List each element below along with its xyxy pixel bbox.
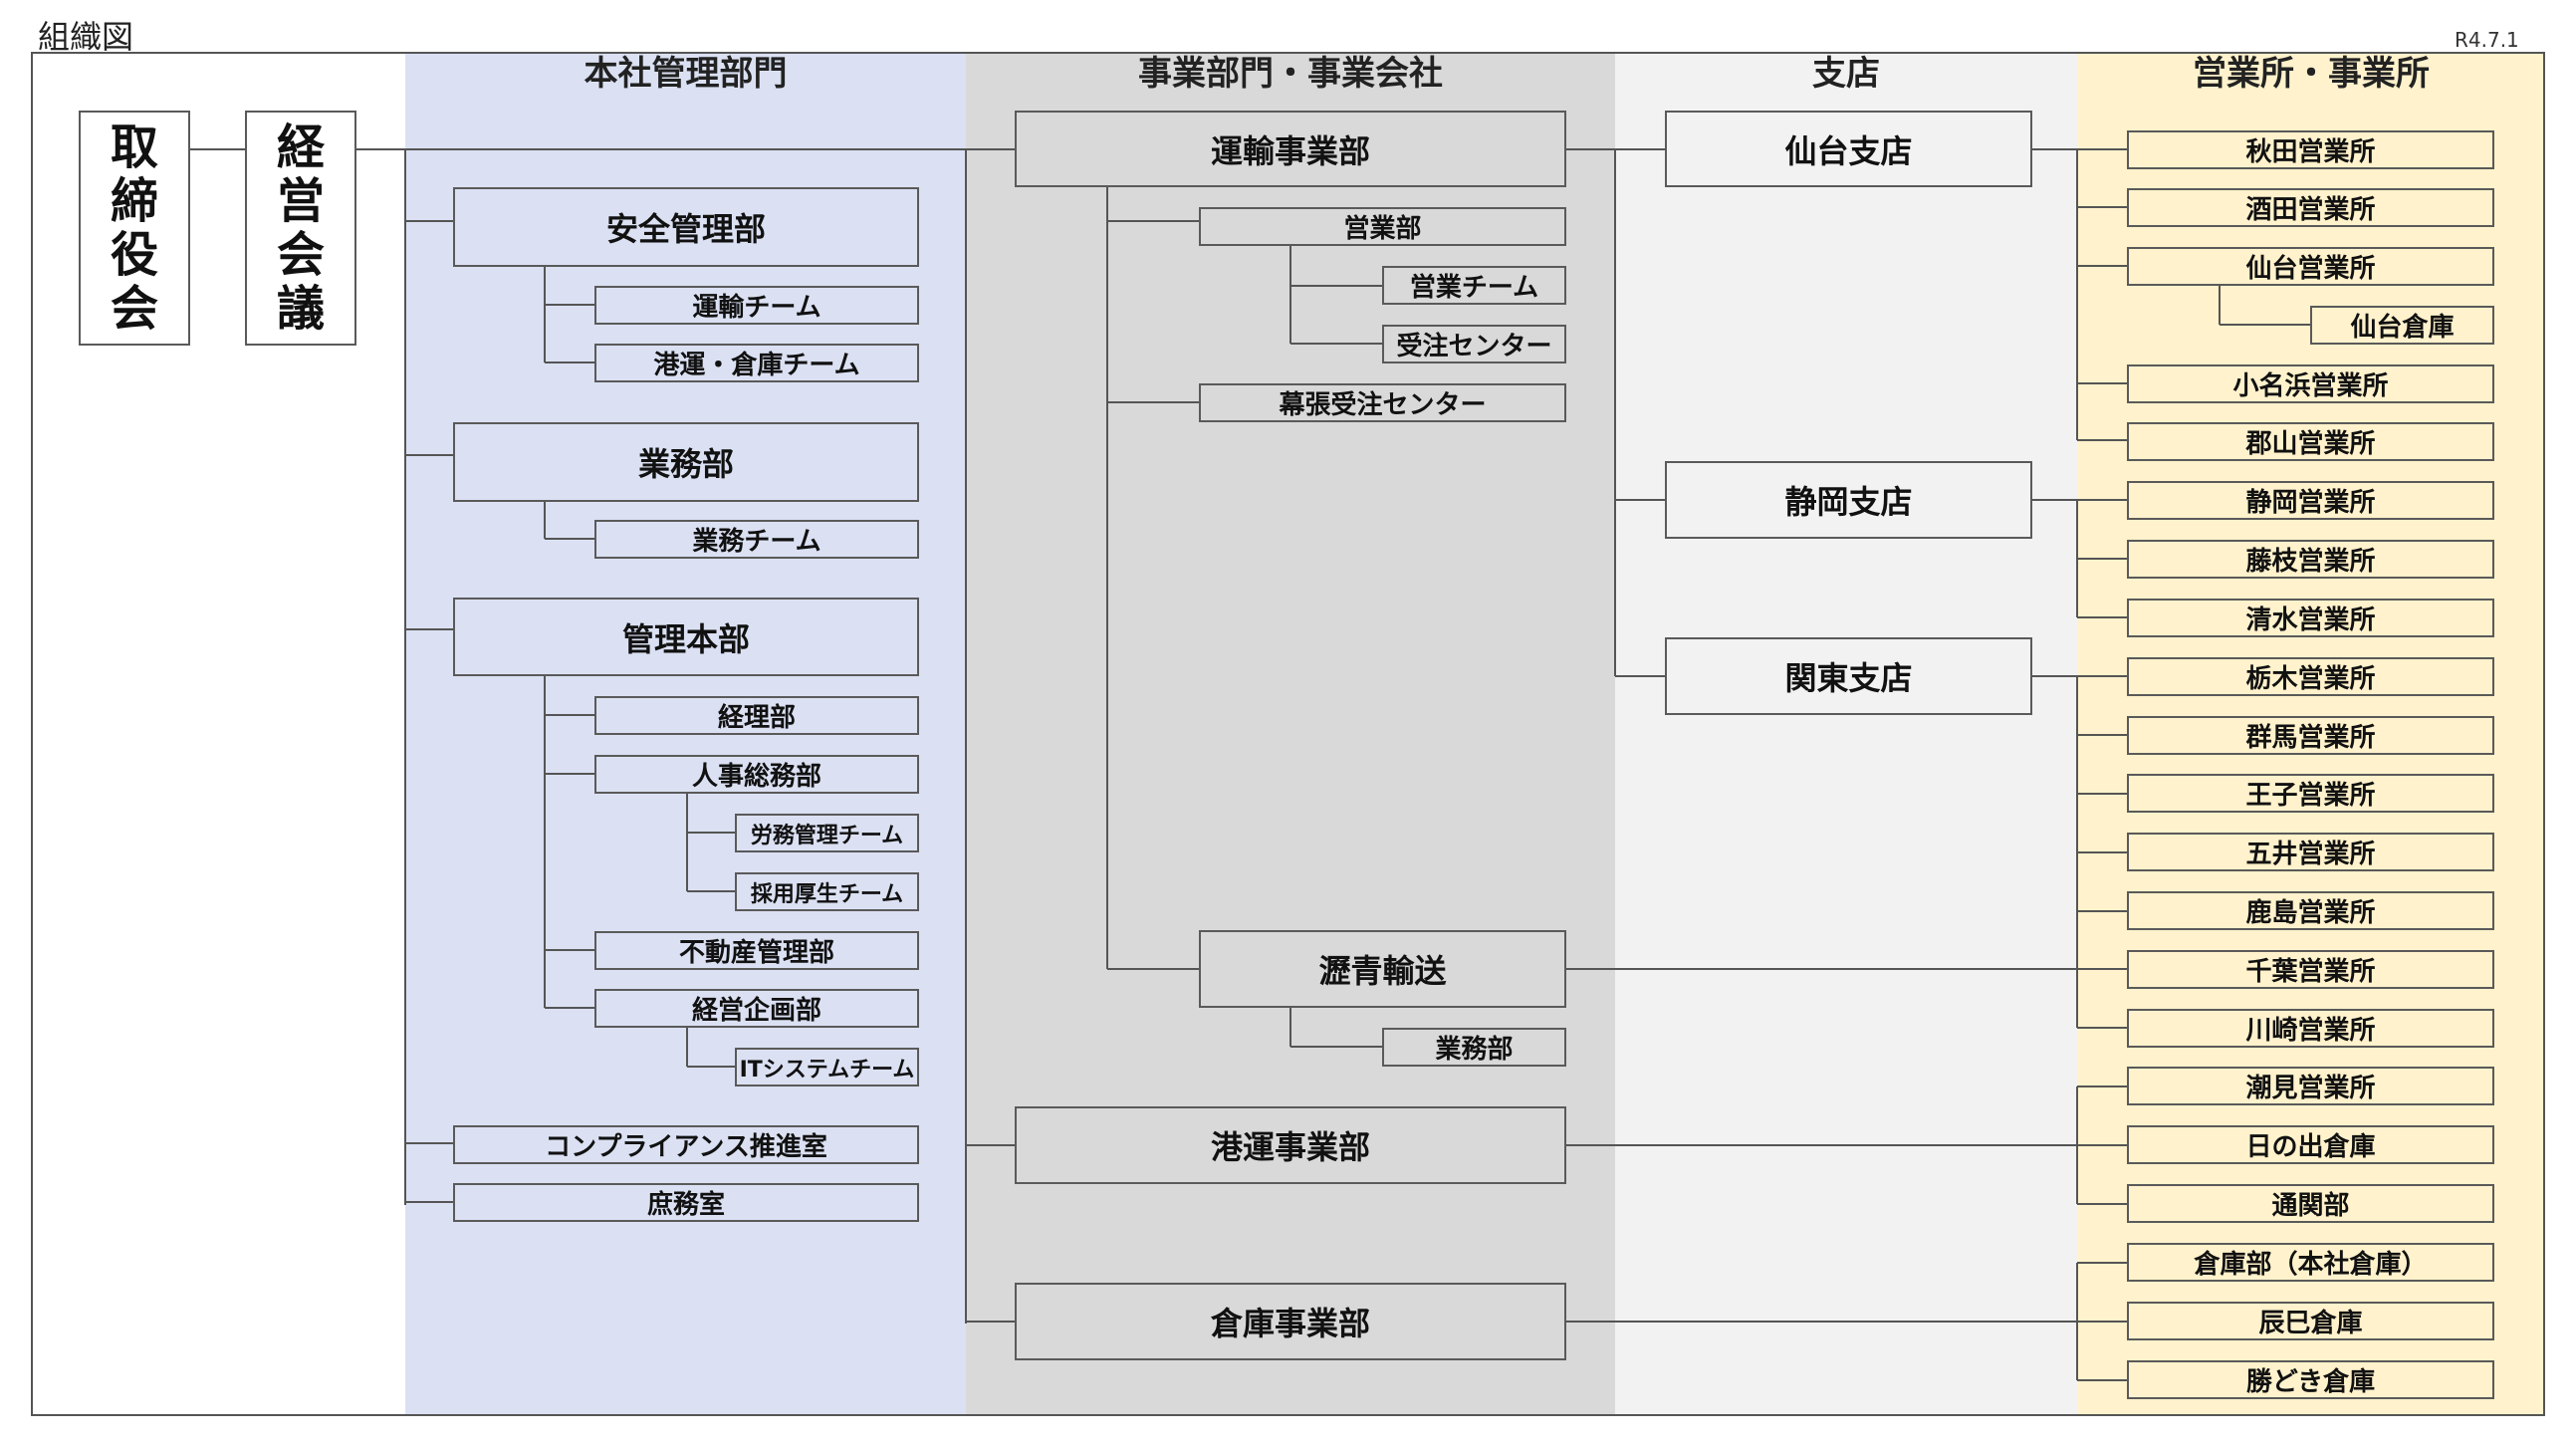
- revision-date: R4.7.1: [2455, 28, 2519, 52]
- corporate-planning-dept: 経営企画部: [594, 989, 919, 1028]
- kanto-branch: 関東支店: [1665, 637, 2032, 715]
- office-customs-dept: 通関部: [2127, 1184, 2494, 1223]
- it-systems-team: ITシステムチーム: [735, 1048, 919, 1086]
- column-title-branch: 支店: [1812, 54, 1880, 94]
- office-sendai: 仙台営業所: [2127, 247, 2494, 286]
- office-koriyama: 郡山営業所: [2127, 422, 2494, 461]
- port-division: 港運事業部: [1015, 1106, 1566, 1184]
- office-warehouse-hq: 倉庫部（本社倉庫）: [2127, 1243, 2494, 1282]
- management-council-box: 経営会議: [245, 111, 356, 346]
- transport-division: 運輸事業部: [1015, 111, 1566, 187]
- business-dept: 業務部: [453, 422, 919, 502]
- office-sakata: 酒田営業所: [2127, 188, 2494, 227]
- office-kawasaki: 川崎営業所: [2127, 1009, 2494, 1048]
- warehouse-division: 倉庫事業部: [1015, 1283, 1566, 1360]
- sendai-branch: 仙台支店: [1665, 111, 2032, 187]
- office-goi: 五井営業所: [2127, 833, 2494, 871]
- hr-general-affairs-dept: 人事総務部: [594, 755, 919, 794]
- column-title-division: 事業部門・事業会社: [1138, 54, 1443, 94]
- general-affairs-office: 庶務室: [453, 1183, 919, 1222]
- sales-dept: 営業部: [1199, 207, 1566, 246]
- office-shizuoka: 静岡営業所: [2127, 481, 2494, 520]
- asphalt-transport: 瀝青輸送: [1199, 930, 1566, 1008]
- makuhari-order-center: 幕張受注センター: [1199, 383, 1566, 422]
- real-estate-dept: 不動産管理部: [594, 931, 919, 970]
- branch-column-bg: [1615, 52, 2077, 1416]
- chart-frame: [31, 52, 2545, 1416]
- office-tatsumi-warehouse: 辰巳倉庫: [2127, 1302, 2494, 1340]
- office-gunma: 群馬営業所: [2127, 716, 2494, 755]
- office-ushiomi: 潮見営業所: [2127, 1067, 2494, 1105]
- order-center: 受注センター: [1382, 325, 1566, 363]
- admin-headquarters: 管理本部: [453, 598, 919, 676]
- accounting-dept: 経理部: [594, 696, 919, 735]
- shizuoka-branch: 静岡支店: [1665, 461, 2032, 539]
- business-team: 業務チーム: [594, 520, 919, 559]
- office-oji: 王子営業所: [2127, 774, 2494, 813]
- recruitment-welfare-team: 採用厚生チーム: [735, 872, 919, 911]
- board-of-directors-box: 取締役会: [79, 111, 190, 346]
- compliance-office: コンプライアンス推進室: [453, 1125, 919, 1164]
- port-warehouse-team: 港運・倉庫チーム: [594, 344, 919, 382]
- office-kashima: 鹿島営業所: [2127, 891, 2494, 930]
- office-hinode-warehouse: 日の出倉庫: [2127, 1125, 2494, 1164]
- office-tochigi: 栃木営業所: [2127, 657, 2494, 696]
- office-fujieda: 藤枝営業所: [2127, 540, 2494, 579]
- office-shimizu: 清水営業所: [2127, 599, 2494, 637]
- page-title: 組織図: [38, 18, 134, 56]
- column-title-hq: 本社管理部門: [584, 54, 788, 94]
- office-onahama: 小名浜営業所: [2127, 364, 2494, 403]
- office-sendai-warehouse: 仙台倉庫: [2310, 306, 2494, 345]
- office-chiba: 千葉営業所: [2127, 950, 2494, 989]
- labor-management-team: 労務管理チーム: [735, 814, 919, 852]
- safety-management-dept: 安全管理部: [453, 187, 919, 267]
- office-akita: 秋田営業所: [2127, 130, 2494, 169]
- transport-team: 運輸チーム: [594, 286, 919, 325]
- column-title-office: 営業所・事業所: [2193, 54, 2430, 94]
- office-kachidoki-warehouse: 勝どき倉庫: [2127, 1360, 2494, 1399]
- sales-team: 営業チーム: [1382, 266, 1566, 305]
- asphalt-business-dept: 業務部: [1382, 1028, 1566, 1067]
